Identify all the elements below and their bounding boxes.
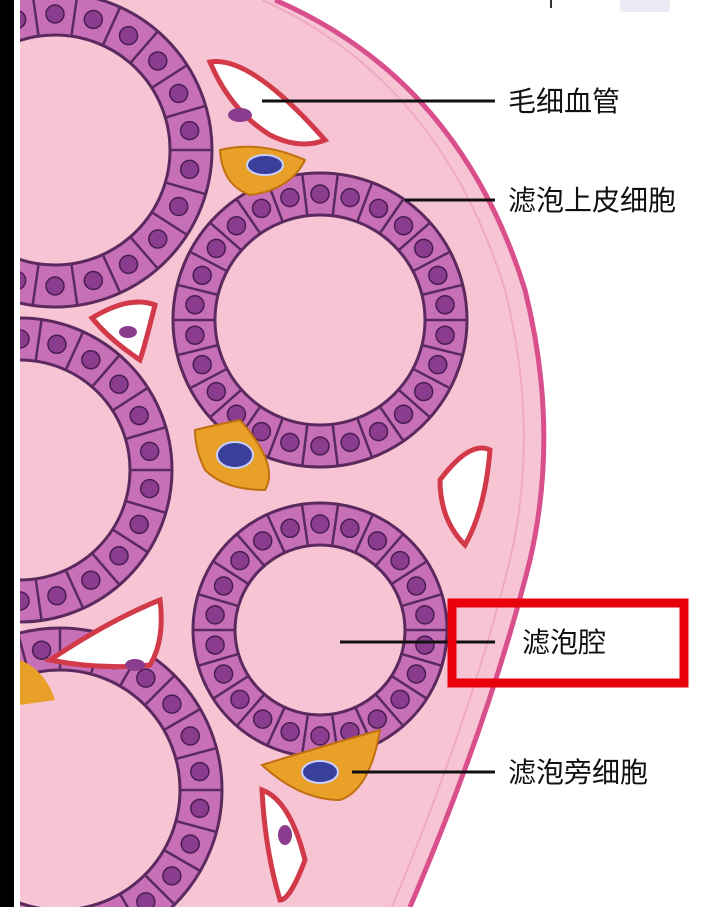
cell-nucleus — [429, 356, 447, 374]
cell-nucleus — [368, 710, 386, 728]
cell-nucleus — [33, 641, 51, 659]
capillary-nucleus — [125, 659, 145, 671]
cell-nucleus — [141, 480, 159, 498]
cell-nucleus — [141, 442, 159, 460]
cell-nucleus — [181, 160, 199, 178]
cell-nucleus — [130, 515, 148, 533]
capillary-nucleus — [119, 326, 137, 338]
cell-nucleus — [341, 433, 359, 451]
cell-nucleus — [181, 727, 199, 745]
cell-nucleus — [311, 185, 329, 203]
cell-nucleus — [181, 122, 199, 140]
cell-nucleus — [370, 423, 388, 441]
cell-nucleus — [193, 266, 211, 284]
cell-nucleus — [341, 189, 359, 207]
cell-nucleus — [407, 577, 425, 595]
cell-nucleus — [215, 577, 233, 595]
label-capillary: 毛细血管 — [508, 85, 620, 118]
cell-nucleus — [436, 326, 454, 344]
follicle-lumen — [215, 215, 425, 425]
cell-nucleus — [341, 519, 359, 537]
cell-nucleus — [281, 189, 299, 207]
cell-nucleus — [46, 277, 64, 295]
label-follicle-lumen: 滤泡腔 — [522, 626, 606, 659]
cell-nucleus — [193, 356, 211, 374]
cell-nucleus — [163, 695, 181, 713]
label-parafollicular-cell: 滤泡旁细胞 — [508, 756, 648, 789]
cell-nucleus — [395, 405, 413, 423]
cell-nucleus — [186, 296, 204, 314]
cell-nucleus — [281, 723, 299, 741]
cell-nucleus — [207, 239, 225, 257]
cell-nucleus — [137, 893, 155, 907]
cell-nucleus — [206, 636, 224, 654]
cell-nucleus — [110, 375, 128, 393]
cell-nucleus — [84, 271, 102, 289]
cell-nucleus — [82, 351, 100, 369]
cell-nucleus — [186, 326, 204, 344]
cell-nucleus — [254, 710, 272, 728]
cell-nucleus — [163, 867, 181, 885]
cell-nucleus — [120, 255, 138, 273]
cell-nucleus — [416, 636, 434, 654]
cell-nucleus — [415, 239, 433, 257]
cell-nucleus — [149, 52, 167, 70]
top-right-decoration — [620, 0, 670, 12]
cell-nucleus — [207, 383, 225, 401]
cell-nucleus — [82, 571, 100, 589]
parafollicular-nucleus — [247, 155, 283, 175]
cell-nucleus — [436, 296, 454, 314]
cell-nucleus — [120, 27, 138, 45]
capillary-nucleus — [278, 825, 292, 845]
cell-nucleus — [191, 763, 209, 781]
cell-nucleus — [254, 532, 272, 550]
cell-nucleus — [407, 665, 425, 683]
cell-nucleus — [395, 217, 413, 235]
cell-nucleus — [415, 383, 433, 401]
cell-nucleus — [281, 433, 299, 451]
cell-nucleus — [311, 727, 329, 745]
cell-nucleus — [48, 335, 66, 353]
cell-nucleus — [311, 515, 329, 533]
cell-nucleus — [46, 5, 64, 23]
cell-nucleus — [391, 690, 409, 708]
left-border — [0, 0, 14, 907]
capillary-nucleus — [228, 108, 252, 122]
follicle-lumen — [235, 545, 405, 715]
cell-nucleus — [311, 437, 329, 455]
cell-nucleus — [231, 690, 249, 708]
cell-nucleus — [368, 532, 386, 550]
cell-nucleus — [281, 519, 299, 537]
follicle — [173, 173, 467, 467]
cell-nucleus — [84, 11, 102, 29]
cell-nucleus — [215, 665, 233, 683]
cell-nucleus — [391, 552, 409, 570]
cell-nucleus — [170, 85, 188, 103]
cell-nucleus — [191, 799, 209, 817]
cell-nucleus — [149, 230, 167, 248]
cell-nucleus — [227, 217, 245, 235]
cell-nucleus — [206, 606, 224, 624]
cell-nucleus — [429, 266, 447, 284]
cell-nucleus — [130, 407, 148, 425]
cell-nucleus — [110, 547, 128, 565]
cell-nucleus — [370, 199, 388, 217]
cell-nucleus — [231, 552, 249, 570]
cell-nucleus — [170, 197, 188, 215]
follicle — [193, 503, 447, 757]
label-follicular-epithelial-cell: 滤泡上皮细胞 — [508, 184, 676, 217]
parafollicular-nucleus — [217, 442, 253, 468]
cell-nucleus — [137, 669, 155, 687]
cell-nucleus — [181, 835, 199, 853]
cell-nucleus — [252, 199, 270, 217]
parafollicular-nucleus — [302, 761, 338, 783]
cell-nucleus — [48, 587, 66, 605]
cell-nucleus — [416, 606, 434, 624]
